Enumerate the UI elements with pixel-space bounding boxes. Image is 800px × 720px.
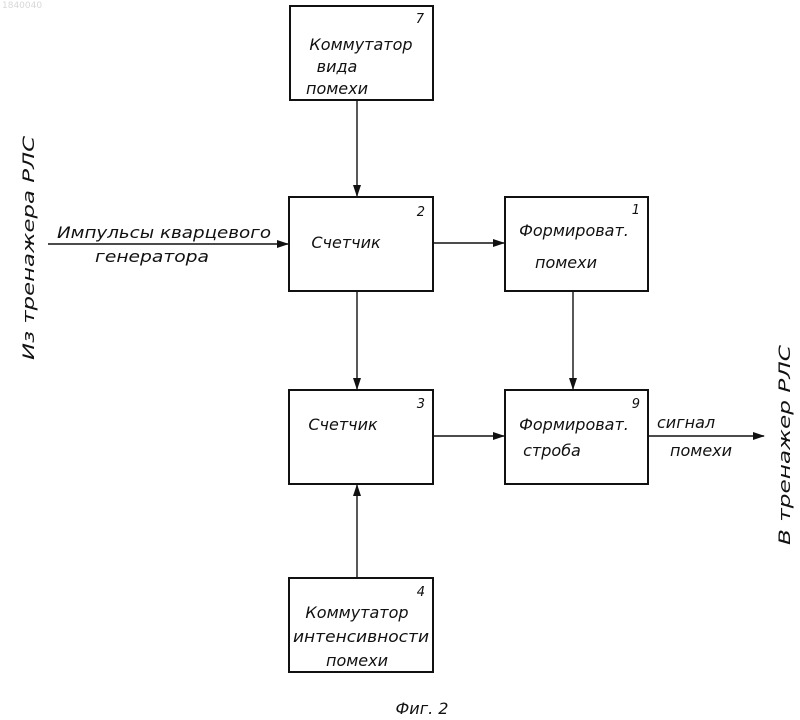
right-side-label: В тренажер РЛС [775, 344, 794, 545]
figure-caption: Фиг. 2 [396, 699, 449, 718]
block-1-number: 1 [632, 203, 640, 218]
block-7-number: 7 [416, 12, 425, 27]
input-label-line-1: Импульсы кварцевого [57, 223, 271, 242]
block-4-number: 4 [417, 585, 425, 600]
output-label-line-2: помехи [670, 441, 732, 460]
block-7-label-line-2: вида [317, 57, 358, 76]
block-2-label: Счетчик [311, 233, 381, 252]
block-7-switch-interference-type: 7 Коммутатор вида помехи [290, 6, 433, 100]
block-4-label-line-3: помехи [326, 651, 388, 670]
block-7-label-line-3: помехи [306, 79, 368, 98]
block-1-label-line-1: Формироват. [519, 221, 629, 240]
block-9-label-line-1: Формироват. [519, 415, 629, 434]
document-number: 1840040 [2, 1, 42, 11]
block-9-strobe-former: 9 Формироват. строба [505, 390, 648, 484]
block-3-counter: 3 Счетчик [289, 390, 433, 484]
block-3-number: 3 [417, 397, 425, 412]
block-3-label: Счетчик [308, 415, 378, 434]
block-4-label-line-1: Коммутатор [305, 603, 408, 622]
block-9-label-line-2: строба [523, 441, 581, 460]
output-label-line-1: сигнал [657, 413, 715, 432]
left-side-label: Из тренажера РЛС [19, 135, 38, 360]
block-2-counter: 2 Счетчик [289, 197, 433, 291]
input-label-line-2: генератора [95, 247, 209, 266]
block-1-label-line-2: помехи [535, 253, 597, 272]
block-9-number: 9 [632, 397, 640, 412]
block-4-switch-interference-intensity: 4 Коммутатор интенсивности помехи [289, 578, 433, 672]
block-1-interference-former: 1 Формироват. помехи [505, 197, 648, 291]
block-4-label-line-2: интенсивности [293, 627, 429, 646]
block-2-number: 2 [417, 205, 425, 220]
block-7-label-line-1: Коммутатор [309, 35, 412, 54]
